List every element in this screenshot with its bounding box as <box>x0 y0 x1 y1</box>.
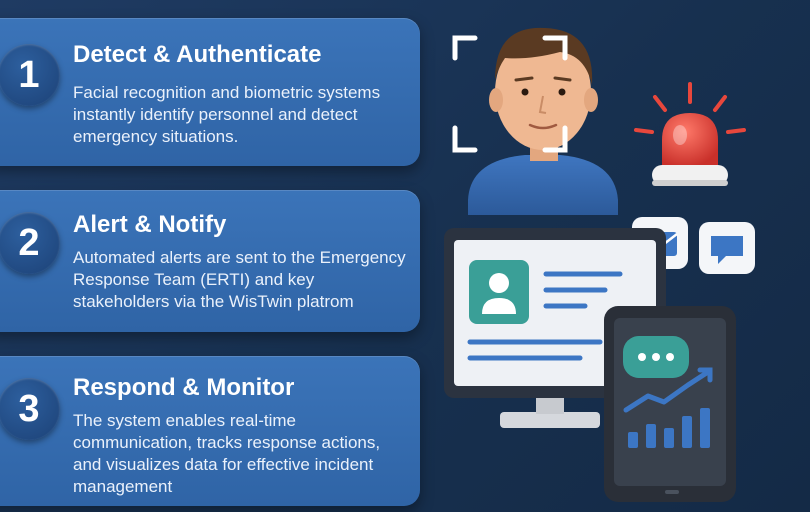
illustration <box>444 27 755 502</box>
bar-chart-icon <box>623 367 713 448</box>
step-card-respond: 3 Respond & Monitor The system enables r… <box>0 356 420 506</box>
step-card-alert: 2 Alert & Notify Automated alerts are se… <box>0 190 420 332</box>
step-number-badge: 2 <box>0 212 60 274</box>
step-number-badge: 1 <box>0 44 60 106</box>
step-title: Detect & Authenticate <box>73 41 322 68</box>
face-recognition-icon <box>452 27 618 215</box>
chat-icon <box>699 222 755 274</box>
step-card-detect: 1 Detect & Authenticate Facial recogniti… <box>0 18 420 166</box>
tablet-icon <box>604 306 736 502</box>
step-description: Automated alerts are sent to the Emergen… <box>73 248 406 311</box>
step-title: Alert & Notify <box>73 211 227 238</box>
siren-icon <box>634 82 746 186</box>
step-description: Facial recognition and biometric systems… <box>73 83 381 146</box>
step-description: The system enables real-time communicati… <box>73 411 381 496</box>
step-title: Respond & Monitor <box>73 374 295 401</box>
step-number-badge: 3 <box>0 378 60 440</box>
